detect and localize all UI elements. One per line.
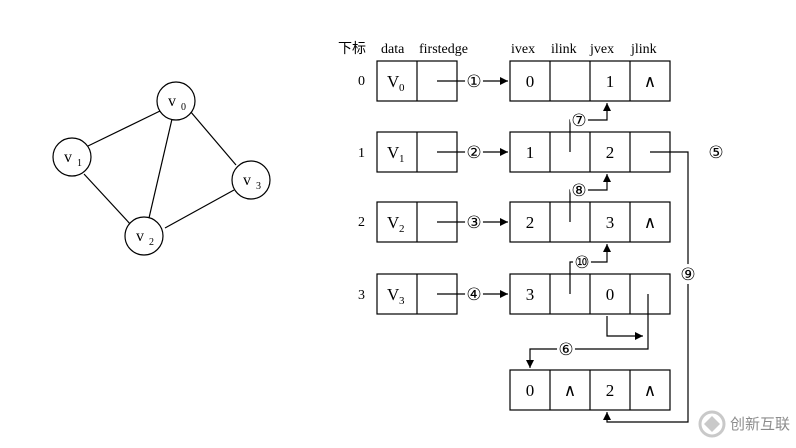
edge-ilink: ∧ <box>564 381 576 400</box>
vertex-table: 0 V 0 1 V 1 2 V 2 3 V 3 <box>358 60 458 315</box>
graph-node-v2: v 2 <box>124 216 164 256</box>
header-jvex: jvex <box>589 42 614 57</box>
pointer-5 <box>606 316 643 340</box>
edge-jvex: 2 <box>606 143 615 162</box>
edge-node: 1 2 <box>509 131 671 173</box>
edge-v1-v2 <box>83 173 133 227</box>
edge-v0-v2 <box>148 118 173 219</box>
vertex-data-letter: V <box>387 143 400 162</box>
node-letter: v <box>64 149 72 166</box>
edge-v2-v3 <box>164 189 235 229</box>
vertex-data-subscript: 1 <box>399 153 405 165</box>
column-headers: 下标 data firstedge ivex ilink jvex jlink <box>338 41 657 57</box>
marker-8: ⑧ <box>570 181 588 200</box>
edge-v0-v3 <box>189 110 237 166</box>
node-subscript: 2 <box>149 237 154 248</box>
svg-text:①: ① <box>466 72 481 91</box>
node-letter: v <box>136 228 144 245</box>
edge-node: 0 ∧ 2 ∧ <box>509 369 671 411</box>
vertex-data-subscript: 0 <box>399 82 405 94</box>
header-index: 下标 <box>338 41 366 57</box>
svg-text:⑦: ⑦ <box>571 111 586 130</box>
graph-node-v0: v 0 <box>156 81 196 121</box>
svg-text:⑩: ⑩ <box>574 253 589 272</box>
marker-2: ② <box>465 143 483 162</box>
watermark-text: 创新互联 <box>730 415 790 433</box>
edge-node: 3 0 <box>509 273 671 315</box>
pointer-6 <box>526 294 649 368</box>
svg-text:④: ④ <box>466 285 481 304</box>
header-firstedge: firstedge <box>419 42 468 57</box>
svg-text:⑧: ⑧ <box>571 181 586 200</box>
header-ilink: ilink <box>551 42 577 57</box>
node-letter: v <box>168 93 176 110</box>
edge-node: 0 1 ∧ <box>509 60 671 102</box>
edge-v0-v1 <box>87 110 161 147</box>
pointer-ilink-row1 <box>569 103 611 152</box>
svg-text:⑨: ⑨ <box>680 265 695 284</box>
header-jlink: jlink <box>630 42 657 57</box>
edge-node: 2 3 ∧ <box>509 201 671 243</box>
vertex-index: 1 <box>358 146 365 161</box>
header-ivex: ivex <box>511 42 535 57</box>
header-data: data <box>381 42 405 57</box>
marker-3: ③ <box>465 213 483 232</box>
graph-node-v3: v 3 <box>231 160 271 200</box>
vertex-data-letter: V <box>387 285 400 304</box>
vertex-data-subscript: 3 <box>399 295 405 307</box>
svg-text:⑥: ⑥ <box>558 340 573 359</box>
marker-6: ⑥ <box>557 340 575 359</box>
svg-text:③: ③ <box>466 213 481 232</box>
node-subscript: 3 <box>256 181 261 192</box>
pointer-ilink-row2 <box>569 174 611 222</box>
edge-ivex: 0 <box>526 72 535 91</box>
edge-jvex: 1 <box>606 72 615 91</box>
vertex-index: 0 <box>358 74 365 89</box>
marker-7: ⑦ <box>570 111 588 130</box>
edge-jvex: 0 <box>606 285 615 304</box>
watermark-logo-icon <box>698 410 726 438</box>
edge-ivex: 2 <box>526 213 535 232</box>
marker-10: ⑩ <box>573 253 591 272</box>
edge-jlink: ∧ <box>644 381 656 400</box>
vertex-index: 2 <box>358 215 365 230</box>
marker-9: ⑨ <box>678 264 698 284</box>
vertex-data-letter: V <box>387 72 400 91</box>
node-subscript: 0 <box>181 102 186 113</box>
svg-text:⑤: ⑤ <box>708 143 723 162</box>
graph-node-v1: v 1 <box>52 137 92 177</box>
node-letter: v <box>243 172 251 189</box>
marker-1: ① <box>465 72 483 91</box>
watermark: 创新互联 <box>698 410 790 438</box>
pointer-9 <box>603 151 689 423</box>
graph-edges <box>83 110 237 229</box>
marker-4: ④ <box>465 285 483 304</box>
node-subscript: 1 <box>77 158 82 169</box>
undirected-graph: v 0 v 1 v 2 v 3 <box>52 81 271 256</box>
vertex-data-letter: V <box>387 213 400 232</box>
step-markers: ① ② ③ ④ ⑤ ⑥ ⑦ ⑧ <box>465 72 726 359</box>
marker-5: ⑤ <box>706 142 726 162</box>
edge-nodes: 0 1 ∧ 1 2 2 3 ∧ <box>509 60 671 411</box>
edge-jvex: 3 <box>606 213 615 232</box>
edge-ivex: 0 <box>526 381 535 400</box>
edge-ivex: 3 <box>526 285 535 304</box>
vertex-data-subscript: 2 <box>399 223 405 235</box>
edge-jvex: 2 <box>606 381 615 400</box>
edge-jlink: ∧ <box>644 72 656 91</box>
svg-text:②: ② <box>466 143 481 162</box>
edge-ivex: 1 <box>526 143 535 162</box>
edge-jlink: ∧ <box>644 213 656 232</box>
vertex-index: 3 <box>358 288 365 303</box>
